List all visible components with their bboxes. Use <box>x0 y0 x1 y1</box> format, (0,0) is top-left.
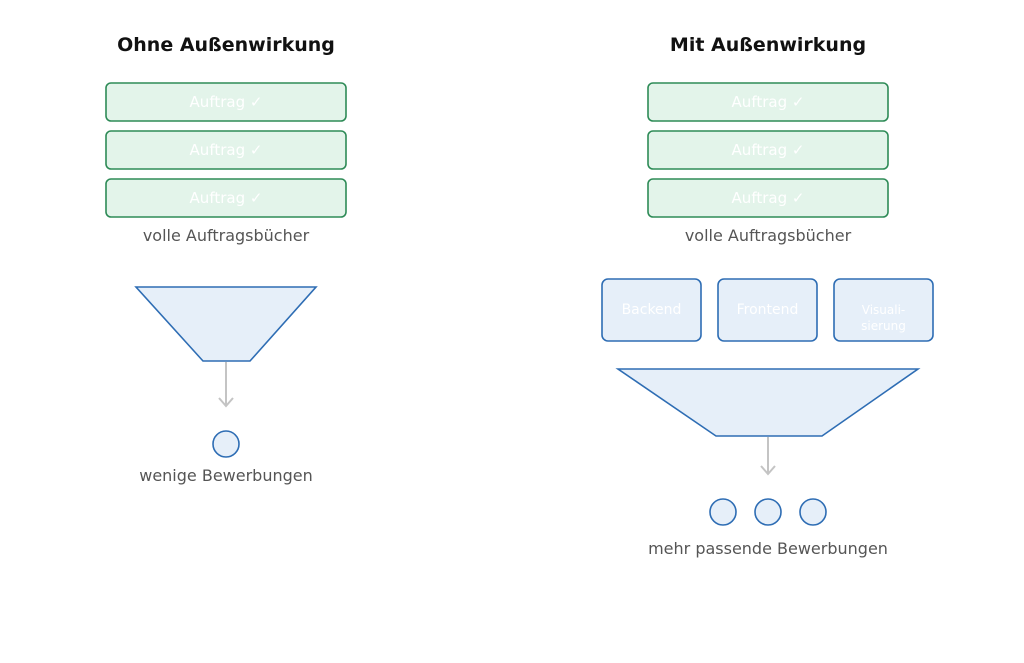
right-order-3: Auftrag ✓ <box>647 178 889 218</box>
right-applicant-circle-3 <box>799 498 827 526</box>
left-order-box-1 <box>105 82 347 122</box>
left-order-box-2 <box>105 130 347 170</box>
right-applicant-circle-2 <box>754 498 782 526</box>
right-order-box-1 <box>647 82 889 122</box>
left-order-label-2: Auftrag ✓ <box>190 141 263 159</box>
channel-visualisierung-label-line1: Visuali- <box>862 303 906 317</box>
right-order-label-2: Auftrag ✓ <box>732 141 805 159</box>
channel-visualisierung-label-line2: sierung <box>861 319 906 333</box>
left-applicant-circle <box>212 430 240 458</box>
right-arrow-head <box>760 465 776 476</box>
channel-frontend-box <box>717 278 818 342</box>
left-funnel <box>134 286 318 362</box>
channel-visualisierung: Visuali- sierung <box>833 278 934 342</box>
channel-frontend-label: Frontend <box>737 302 799 318</box>
left-order-label-1: Auftrag ✓ <box>190 93 263 111</box>
left-orders-caption: volle Auftragsbücher <box>143 226 310 245</box>
right-order-label-1: Auftrag ✓ <box>732 93 805 111</box>
left-order-1: Auftrag ✓ <box>105 82 347 122</box>
right-result-caption: mehr passende Bewerbungen <box>648 539 888 558</box>
left-result-caption: wenige Bewerbungen <box>139 466 313 485</box>
channel-backend-box <box>601 278 702 342</box>
left-arrow-head <box>218 397 234 408</box>
right-funnel <box>615 368 921 437</box>
right-order-2: Auftrag ✓ <box>647 130 889 170</box>
left-order-3: Auftrag ✓ <box>105 178 347 218</box>
right-order-1: Auftrag ✓ <box>647 82 889 122</box>
left-panel: Ohne Außenwirkung Auftrag ✓ Auftrag ✓ Au… <box>105 34 347 485</box>
left-order-label-3: Auftrag ✓ <box>190 189 263 207</box>
right-order-box-2 <box>647 130 889 170</box>
channel-backend: Backend <box>601 278 702 342</box>
right-order-label-3: Auftrag ✓ <box>732 189 805 207</box>
right-panel: Mit Außenwirkung Auftrag ✓ Auftrag ✓ Auf… <box>601 34 934 558</box>
right-orders-caption: volle Auftragsbücher <box>685 226 852 245</box>
right-applicant-circle-1 <box>709 498 737 526</box>
left-order-box-3 <box>105 178 347 218</box>
channel-backend-label: Backend <box>622 302 682 318</box>
left-title: Ohne Außenwirkung <box>117 34 335 56</box>
channel-frontend: Frontend <box>717 278 818 342</box>
right-order-box-3 <box>647 178 889 218</box>
channel-visualisierung-box <box>833 278 934 342</box>
right-title: Mit Außenwirkung <box>670 34 866 56</box>
left-order-2: Auftrag ✓ <box>105 130 347 170</box>
